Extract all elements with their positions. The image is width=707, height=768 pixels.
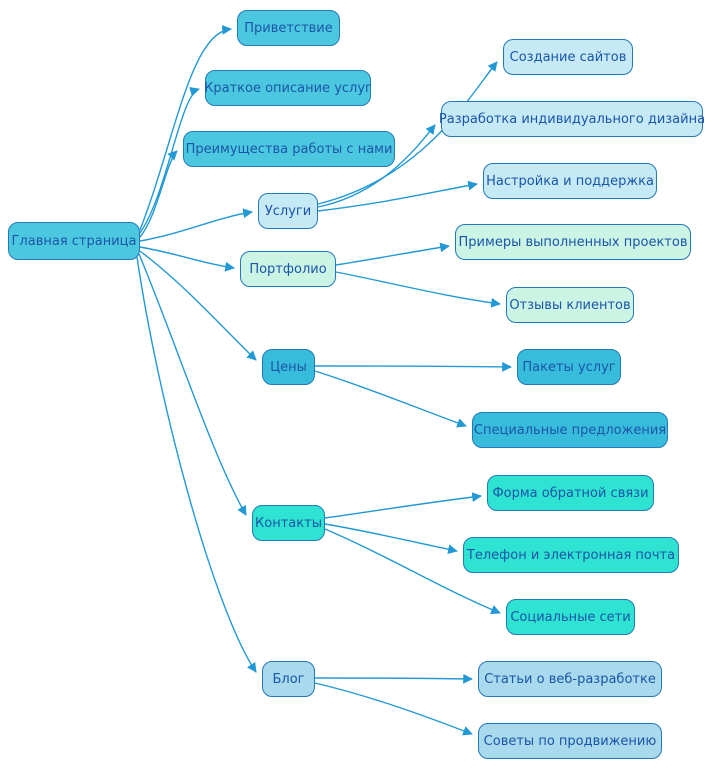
edge-services-site-creation [317, 61, 498, 205]
node-advantages[interactable]: Преимущества работы с нами [183, 131, 395, 167]
edge-main-page-portfolio [139, 246, 235, 272]
node-main-page[interactable]: Главная страница [8, 222, 140, 260]
node-social-networks[interactable]: Социальные сети [506, 599, 635, 635]
edge-contacts-feedback-form [324, 492, 482, 519]
edge-main-page-services [139, 208, 253, 242]
edge-portfolio-project-examples [335, 242, 450, 266]
node-project-examples[interactable]: Примеры выполненных проектов [455, 224, 691, 260]
edge-prices-special-offers [314, 370, 467, 428]
edge-contacts-phone-email [324, 523, 458, 555]
node-greeting[interactable]: Приветствие [237, 10, 340, 46]
node-services-description[interactable]: Краткое описание услуг [204, 70, 372, 106]
edge-prices-service-packages [314, 361, 512, 372]
node-special-offers[interactable]: Специальные предложения [472, 412, 668, 448]
edge-main-page-advantages [139, 150, 178, 238]
edge-main-page-contacts [138, 253, 247, 516]
edge-main-page-prices [139, 250, 257, 361]
edge-services-custom-design [317, 124, 436, 208]
edge-services-setup-support [317, 180, 478, 212]
node-portfolio[interactable]: Портфолио [240, 251, 336, 287]
edge-blog-webdev-articles [314, 673, 473, 684]
node-contacts[interactable]: Контакты [252, 505, 325, 541]
edge-blog-promotion-tips [314, 682, 473, 736]
edge-portfolio-client-reviews [335, 271, 501, 308]
node-services[interactable]: Услуги [258, 193, 318, 229]
node-service-packages[interactable]: Пакеты услуг [517, 349, 621, 385]
node-webdev-articles[interactable]: Статьи о веб-разработке [478, 661, 662, 697]
node-client-reviews[interactable]: Отзывы клиентов [506, 287, 634, 323]
node-blog[interactable]: Блог [262, 661, 315, 697]
node-setup-support[interactable]: Настройка и поддержка [483, 163, 657, 199]
node-site-creation[interactable]: Создание сайтов [503, 39, 633, 75]
edge-main-page-services-description [139, 87, 200, 234]
edge-contacts-social-networks [324, 528, 501, 615]
edge-main-page-blog [136, 256, 257, 673]
node-prices[interactable]: Цены [262, 349, 315, 385]
node-feedback-form[interactable]: Форма обратной связи [487, 475, 654, 511]
node-promotion-tips[interactable]: Советы по продвижению [478, 723, 662, 759]
edge-main-page-greeting [139, 25, 232, 231]
node-custom-design[interactable]: Разработка индивидуального дизайна [439, 101, 705, 137]
node-phone-email[interactable]: Телефон и электронная почта [463, 537, 679, 573]
